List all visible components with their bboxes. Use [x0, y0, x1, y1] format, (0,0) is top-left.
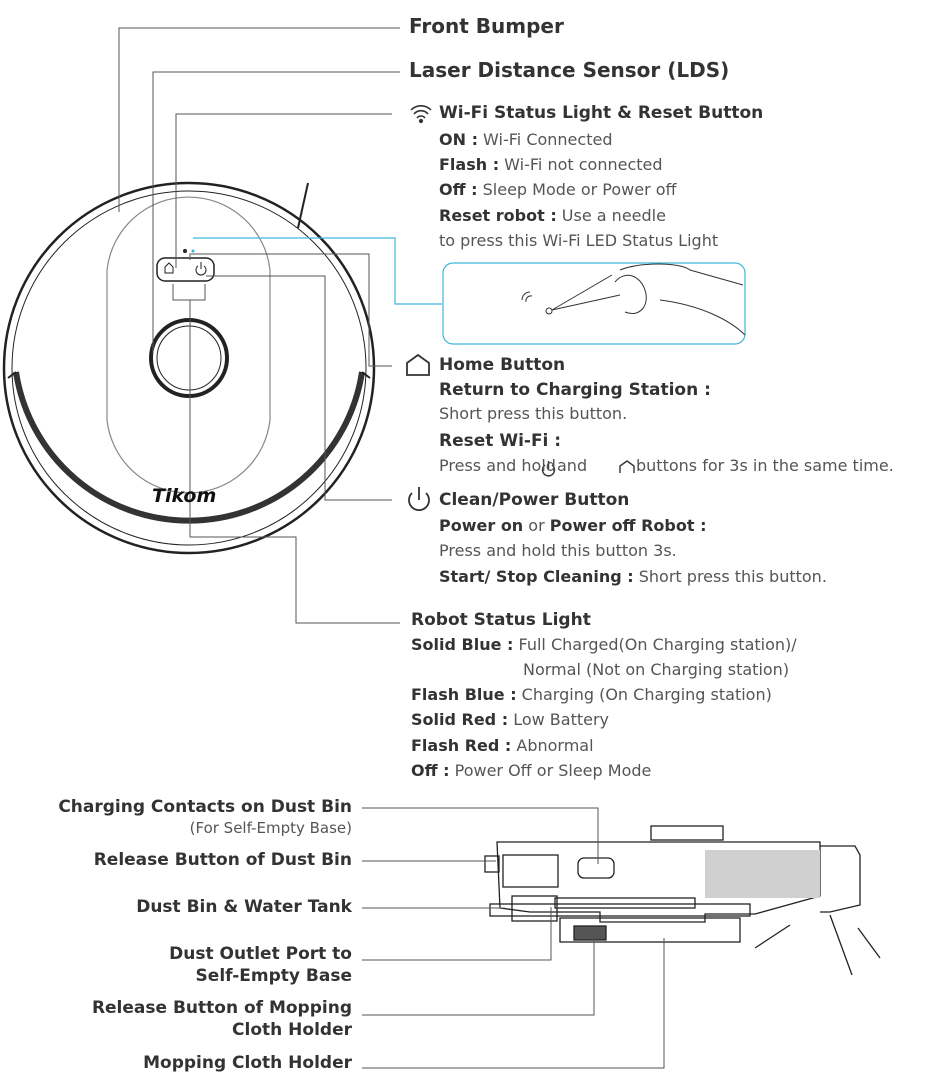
- dust-outlet-label-1: Dust Outlet Port to: [169, 944, 352, 964]
- power-icon: [408, 487, 430, 512]
- brand-logo: Tikom: [152, 485, 217, 507]
- hand-icon: [521, 263, 746, 336]
- home-reset-text-a: Press and hold: [439, 456, 556, 475]
- home-reset-label: Reset Wi-Fi :: [439, 431, 562, 451]
- wifi-icon: [410, 105, 432, 124]
- status-flash-blue: Flash Blue : Charging (On Charging stati…: [411, 685, 772, 704]
- home-return-text: Short press this button.: [439, 404, 628, 423]
- status-solid-red: Solid Red : Low Battery: [411, 710, 610, 729]
- dust-bin-label: Dust Bin & Water Tank: [136, 897, 352, 917]
- release-mop-label-2: Cloth Holder: [232, 1020, 352, 1040]
- robot-top-view: [2, 181, 376, 555]
- home-reset-text-b: and: [557, 456, 588, 475]
- status-off: Off : Power Off or Sleep Mode: [411, 761, 652, 780]
- wifi-reset: Reset robot : Use a needle: [439, 206, 666, 225]
- leader-lines-side: [362, 807, 665, 1069]
- power-title: Clean/Power Button: [439, 490, 630, 510]
- home-title: Home Button: [439, 355, 566, 375]
- charging-contacts-sub: (For Self-Empty Base): [189, 819, 352, 837]
- lds-label: Laser Distance Sensor (LDS): [409, 58, 730, 82]
- power-hold: Press and hold this button 3s.: [439, 541, 677, 560]
- robot-side-view: [484, 825, 881, 976]
- home-icon: [406, 353, 430, 376]
- charging-contacts-label: Charging Contacts on Dust Bin: [58, 797, 352, 817]
- release-mop-label-1: Release Button of Mopping: [91, 998, 352, 1018]
- home-return-label: Return to Charging Station :: [439, 380, 711, 400]
- leader-lines-top: [118, 27, 400, 624]
- front-bumper-label: Front Bumper: [409, 14, 564, 38]
- dust-outlet-label-2: Self-Empty Base: [195, 966, 352, 986]
- mop-holder-label: Mopping Cloth Holder: [143, 1053, 352, 1073]
- power-on-off: Power on or Power off Robot :: [439, 516, 707, 535]
- wifi-reset-2: to press this Wi-Fi LED Status Light: [439, 231, 719, 250]
- wifi-title: Wi-Fi Status Light & Reset Button: [439, 103, 764, 123]
- home-reset-text-c: buttons for 3s in the same time.: [636, 456, 894, 475]
- status-title: Robot Status Light: [411, 610, 591, 630]
- status-solid-blue: Solid Blue : Full Charged(On Charging st…: [411, 635, 797, 654]
- status-solid-blue-2: Normal (Not on Charging station): [523, 660, 790, 679]
- wifi-flash: Flash : Wi-Fi not connected: [439, 155, 663, 174]
- inline-home-icon: [619, 460, 635, 473]
- power-start: Start/ Stop Cleaning : Short press this …: [439, 567, 827, 586]
- status-flash-red: Flash Red : Abnormal: [411, 736, 594, 755]
- release-bin-label: Release Button of Dust Bin: [93, 850, 352, 870]
- inline-power-icon: [541, 461, 556, 477]
- wifi-callout: [193, 237, 746, 345]
- wifi-on: ON : Wi-Fi Connected: [439, 130, 613, 149]
- wifi-off: Off : Sleep Mode or Power off: [439, 180, 677, 199]
- robot-buttons: [164, 249, 207, 276]
